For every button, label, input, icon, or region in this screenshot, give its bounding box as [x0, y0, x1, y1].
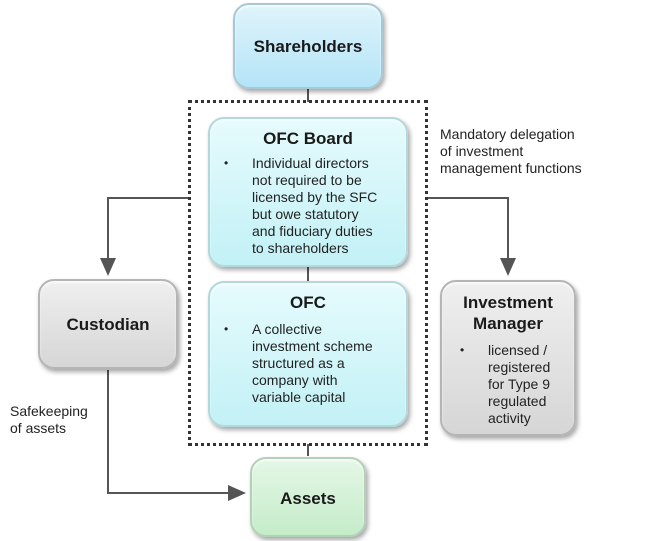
- investment-manager-line: registered: [488, 359, 551, 375]
- ofc-box[interactable]: OFC • A collective investment scheme str…: [208, 281, 408, 427]
- safekeeping-annotation: Safekeeping of assets: [10, 403, 88, 436]
- shareholders-title: Shareholders: [253, 37, 363, 56]
- arrow-to-investment-manager: [428, 197, 516, 276]
- investment-manager-line: regulated: [488, 393, 547, 409]
- arrow-to-custodian: [100, 197, 188, 276]
- ofc-board-line: not required to be: [252, 172, 362, 188]
- assets-title: Assets: [280, 489, 336, 508]
- ofc-line: variable capital: [252, 389, 346, 405]
- ofc-board-line: to shareholders: [252, 240, 349, 256]
- investment-manager-box[interactable]: Investment Manager • licensed / register…: [440, 280, 576, 436]
- bullet-icon: •: [224, 156, 229, 170]
- investment-manager-description: • licensed / registered for Type 9 regul…: [460, 342, 575, 430]
- custodian-title: Custodian: [66, 315, 150, 334]
- ofc-board-title: OFC Board: [263, 129, 353, 148]
- arrow-custodian-to-assets: [107, 370, 246, 501]
- ofc-board-line: but owe statutory: [252, 206, 359, 222]
- ofc-line: structured as a: [252, 355, 345, 371]
- delegation-annotation: Mandatory delegation of investment manag…: [440, 126, 582, 176]
- ofc-board-line: Individual directors: [252, 155, 369, 171]
- ofc-board-description: • Individual directors not required to b…: [224, 155, 404, 260]
- ofc-board-line: licensed by the SFC: [252, 189, 378, 205]
- investment-manager-line: activity: [488, 410, 531, 426]
- shareholders-box[interactable]: Shareholders: [233, 3, 383, 89]
- ofc-description: • A collective investment scheme structu…: [224, 321, 404, 411]
- ofc-board-line: and fiduciary duties: [252, 223, 373, 239]
- custodian-box[interactable]: Custodian: [38, 279, 178, 369]
- assets-box[interactable]: Assets: [250, 457, 366, 537]
- ofc-title: OFC: [290, 293, 326, 312]
- investment-manager-title: Investment Manager: [463, 293, 553, 333]
- ofc-line: company with: [252, 372, 338, 388]
- investment-manager-line: for Type 9: [488, 376, 551, 392]
- ofc-structure-boundary: [188, 100, 428, 446]
- bullet-icon: •: [224, 322, 229, 336]
- bullet-icon: •: [460, 343, 465, 357]
- ofc-line: A collective: [252, 321, 323, 337]
- investment-manager-line: licensed /: [488, 342, 548, 358]
- ofc-line: investment scheme: [252, 338, 373, 354]
- ofc-board-box[interactable]: OFC Board • Individual directors not req…: [208, 117, 408, 267]
